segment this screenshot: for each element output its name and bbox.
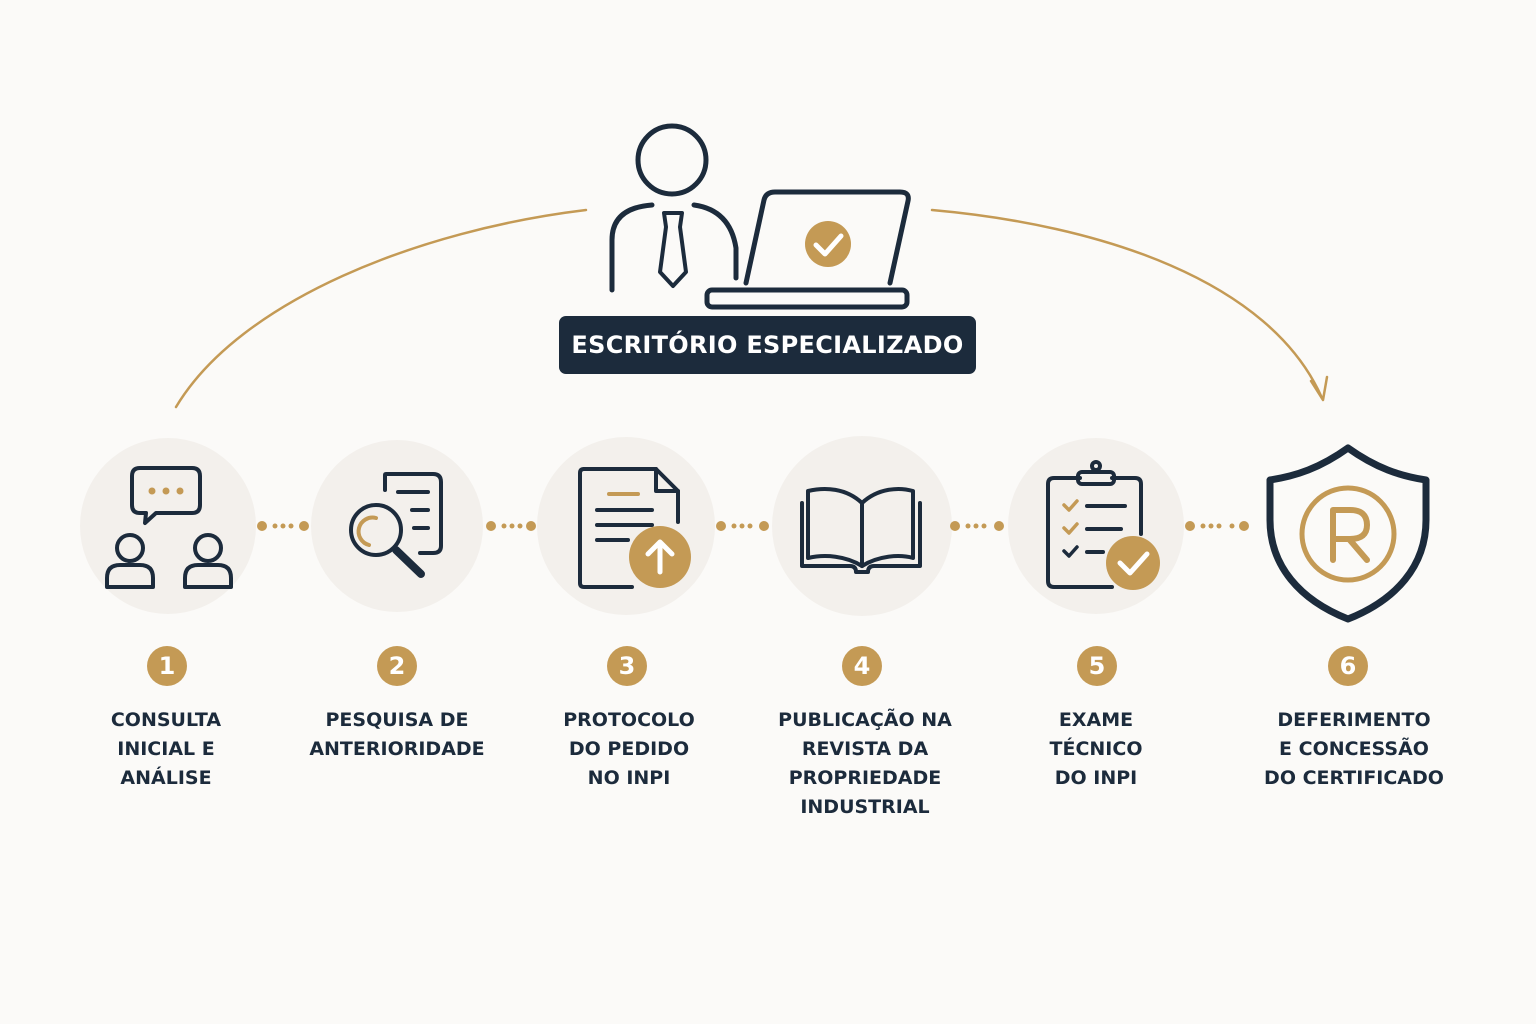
step-label-line: DO PEDIDO <box>568 738 690 760</box>
step-label-line: NO INPI <box>587 767 671 789</box>
specialist-icon <box>609 123 911 310</box>
step-label-line: EXAME <box>1058 709 1134 731</box>
step-label-line: E CONCESSÃO <box>1279 738 1429 760</box>
step-label-1: CONSULTA INICIAL E ANÁLISE <box>56 706 276 793</box>
step-label-line: PROTOCOLO <box>563 709 695 731</box>
step-number-5: 5 <box>1077 646 1117 686</box>
clipboard-check-icon <box>1046 460 1143 589</box>
step-number-6: 6 <box>1328 646 1368 686</box>
arc-left <box>174 208 588 409</box>
step-label-3: PROTOCOLO DO PEDIDO NO INPI <box>519 706 739 793</box>
step-label-line: PUBLICAÇÃO NA <box>778 709 952 731</box>
step-number-2: 2 <box>377 646 417 686</box>
check-icon <box>805 221 851 267</box>
specialized-office-badge: ESCRITÓRIO ESPECIALIZADO <box>559 316 976 374</box>
arc-right <box>930 208 1324 400</box>
step-number-4: 4 <box>842 646 882 686</box>
step-label-6: DEFERIMENTO E CONCESSÃO DO CERTIFICADO <box>1244 706 1464 793</box>
step-label-line: ANÁLISE <box>120 767 212 789</box>
registered-shield-icon <box>1266 444 1430 623</box>
step-label-line: DO INPI <box>1054 767 1138 789</box>
document-upload-icon <box>578 467 680 589</box>
search-document-icon <box>349 472 443 578</box>
step-label-line: INICIAL E <box>117 738 215 760</box>
step-label-line: DO CERTIFICADO <box>1264 767 1444 789</box>
step-label-line: PROPRIEDADE <box>788 767 942 789</box>
open-book-icon <box>800 487 922 574</box>
step-label-line: REVISTA DA <box>801 738 929 760</box>
step-label-line: INDUSTRIAL <box>800 796 930 818</box>
step-label-5: EXAME TÉCNICO DO INPI <box>986 706 1206 793</box>
step-label-line: CONSULTA <box>110 709 222 731</box>
step-number-3: 3 <box>607 646 647 686</box>
step-label-line: DEFERIMENTO <box>1277 709 1431 731</box>
step-label-line: PESQUISA DE <box>325 709 469 731</box>
step-label-2: PESQUISA DE ANTERIORIDADE <box>287 706 507 764</box>
step-number-1: 1 <box>147 646 187 686</box>
arrowhead-icon <box>1309 375 1329 402</box>
dotted-connectors <box>257 521 1249 531</box>
consultation-icon <box>105 466 233 589</box>
step-label-line: ANTERIORIDADE <box>309 738 485 760</box>
step-label-line: TÉCNICO <box>1049 738 1143 760</box>
step-label-4: PUBLICAÇÃO NA REVISTA DA PROPRIEDADE IND… <box>755 706 975 822</box>
